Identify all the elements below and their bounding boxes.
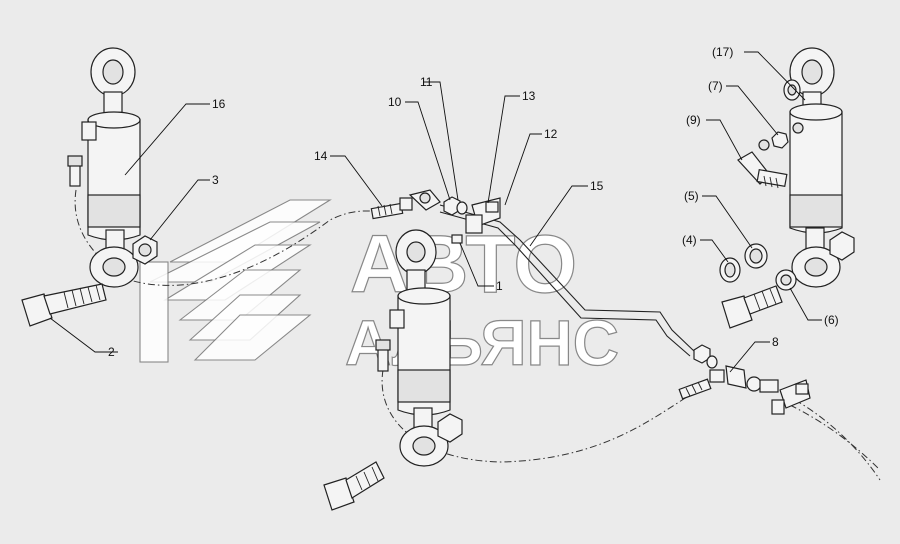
leader-lines xyxy=(49,51,822,373)
fitting-7 xyxy=(758,131,789,151)
callout-10: 10 xyxy=(388,95,402,109)
callout-14: 14 xyxy=(314,149,328,163)
callout-13: 13 xyxy=(522,89,536,103)
hydraulic-hoses xyxy=(74,189,881,481)
center-hydraulic-cylinder xyxy=(375,229,463,467)
seal-5 xyxy=(744,243,768,269)
watermark-line1: АВТО xyxy=(350,219,577,310)
callout-12: 12 xyxy=(544,127,558,141)
callout-16: 16 xyxy=(212,97,226,111)
watermark-line2: АЛЬЯНС xyxy=(345,307,619,379)
callout-3: 3 xyxy=(212,173,219,187)
callout-15: 15 xyxy=(590,179,604,193)
watermark-logo: АВТО АЛЬЯНС xyxy=(139,199,620,380)
elbow-fitting-9 xyxy=(737,151,788,189)
callout-8: 8 xyxy=(772,335,779,349)
callout-5: (5) xyxy=(684,189,699,203)
callout-1: 1 xyxy=(496,279,503,293)
callout-6: (6) xyxy=(824,313,839,327)
bolt-right xyxy=(721,285,783,329)
callout-11: 11 xyxy=(420,75,433,89)
fittings-cluster-bottom xyxy=(678,344,811,415)
steel-tube xyxy=(439,204,696,357)
bolt-center xyxy=(323,461,385,511)
bolt-2 xyxy=(21,283,107,327)
callout-17: (17) xyxy=(712,45,733,59)
callout-labels: 1 2 3 (4) (5) (6) (7) 8 (9) 10 11 12 13 … xyxy=(108,45,839,359)
callout-2: 2 xyxy=(108,345,115,359)
callout-9: (9) xyxy=(686,113,701,127)
callout-4: (4) xyxy=(682,233,697,247)
callout-7: (7) xyxy=(708,79,723,93)
nut-3 xyxy=(132,235,158,265)
fittings-cluster-top xyxy=(370,189,501,244)
left-hydraulic-cylinder xyxy=(67,47,141,288)
right-hydraulic-cylinder xyxy=(789,47,855,288)
washer-17 xyxy=(783,79,801,101)
seal-4 xyxy=(719,257,741,283)
washer-6 xyxy=(775,269,797,291)
